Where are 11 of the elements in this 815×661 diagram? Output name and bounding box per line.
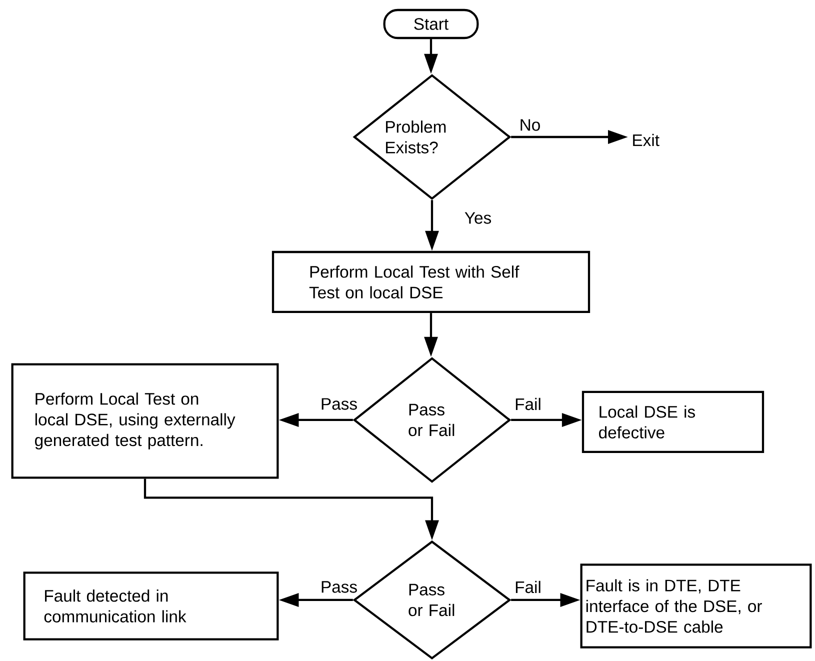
process-box: Perform Local Test on local DSE, using externally generated test pattern.: [11, 363, 279, 479]
start-terminal: Start: [383, 8, 479, 40]
edge-label: Yes: [463, 210, 493, 226]
process-box: Local DSE is defective: [582, 390, 764, 454]
exit-text: Exit: [633, 134, 660, 146]
edge-label: Fail: [513, 580, 543, 594]
process-box: Fault is in DTE, DTE interface of the DSE, or DTE-to-DSE cable: [580, 564, 812, 648]
process-box: Fault detected in communication link: [23, 572, 279, 640]
process-box: Perform Local Test with Self Test on local DSE: [272, 250, 590, 314]
edge-label: No: [518, 118, 542, 132]
edge-label: Fail: [513, 396, 543, 412]
